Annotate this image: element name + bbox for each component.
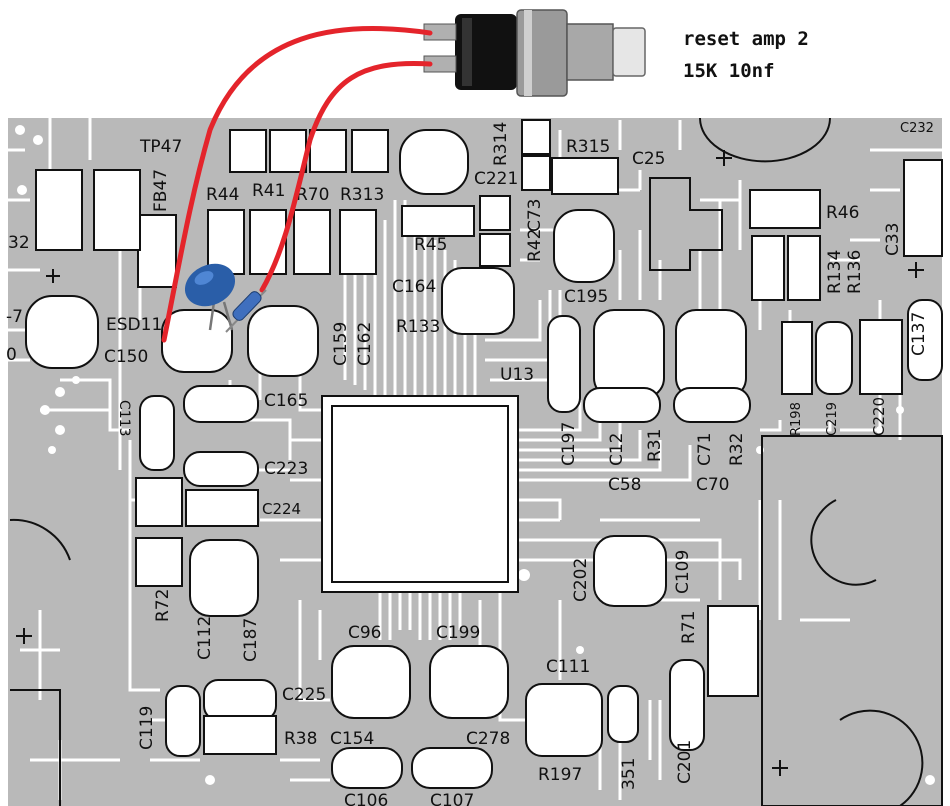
label-c164: C164	[392, 277, 436, 297]
ic-u13	[321, 395, 519, 593]
label-c278: C278	[466, 729, 510, 749]
label-c187: C187	[241, 618, 261, 662]
wire-1	[161, 25, 433, 343]
label-c199: C199	[436, 623, 480, 643]
label-32: 32	[8, 233, 30, 253]
label-r134: R134	[825, 250, 845, 294]
label-tp47: TP47	[139, 137, 182, 157]
label-r31: R31	[645, 429, 665, 462]
push-button-cap	[612, 27, 646, 77]
label-351: 351	[619, 758, 639, 790]
label-c119: C119	[137, 706, 157, 750]
label-c154: C154	[330, 729, 374, 749]
label-c223: C223	[264, 459, 308, 479]
label-c197: C197	[559, 422, 579, 466]
label-c225: C225	[282, 685, 326, 705]
label-fb47: FB47	[151, 169, 171, 212]
label-c165: C165	[264, 391, 308, 411]
red-wires	[161, 25, 433, 343]
label-r45: R45	[414, 235, 447, 255]
label-r41: R41	[252, 181, 285, 201]
component-labels: TP47 FB47 R44 R41 R70 R313 R314 C221 R31…	[6, 121, 934, 806]
label-c71: C71	[695, 432, 715, 466]
annotation-line-1: reset amp 2	[683, 28, 809, 50]
label-r46: R46	[826, 203, 859, 223]
label-r70: R70	[296, 185, 329, 205]
label-r136: R136	[845, 250, 865, 294]
label-c137: C137	[909, 312, 929, 356]
label-r38: R38	[284, 729, 317, 749]
label-c25: C25	[632, 149, 666, 169]
label-c73: C73	[525, 198, 545, 232]
label-c109: C109	[673, 550, 693, 594]
label-c96: C96	[348, 623, 382, 643]
label-r32: R32	[727, 433, 747, 466]
label-r44: R44	[206, 185, 239, 205]
label-c159: C159	[331, 322, 351, 366]
wire-2	[259, 61, 433, 293]
label-r198: R198	[789, 402, 804, 436]
label-esd11: ESD11	[106, 315, 162, 335]
label-c219: C219	[825, 402, 840, 436]
annotation-line-2: 15K 10nf	[683, 60, 775, 82]
label-c112: C112	[195, 616, 215, 660]
push-button	[423, 9, 646, 97]
label-c201: C201	[675, 740, 695, 784]
polarity-marks	[16, 150, 924, 776]
label-c107: C107	[430, 791, 474, 806]
label-7: -7	[6, 307, 23, 327]
label-c113: C113	[116, 400, 132, 437]
pcb-outlines	[9, 117, 943, 806]
label-r314: R314	[491, 122, 511, 166]
label-0: 0	[6, 345, 17, 365]
label-c150: C150	[104, 347, 148, 367]
resistor-15k	[225, 289, 267, 333]
pcb-pads	[25, 119, 943, 789]
label-r71: R71	[679, 611, 699, 644]
label-c70: C70	[696, 475, 730, 495]
label-c111: C111	[546, 657, 590, 677]
label-c106: C106	[344, 791, 388, 806]
label-c33: C33	[883, 222, 903, 256]
label-r313: R313	[340, 185, 384, 205]
label-c224: C224	[262, 500, 301, 518]
label-r315: R315	[566, 137, 610, 157]
label-c232: C232	[900, 121, 934, 136]
blue-capacitor	[184, 263, 236, 331]
label-r42: R42	[525, 229, 545, 262]
label-r72: R72	[153, 589, 173, 622]
label-c58: C58	[608, 475, 642, 495]
label-c221: C221	[474, 169, 518, 189]
label-r197: R197	[538, 765, 582, 785]
label-r133: R133	[396, 317, 440, 337]
label-c195: C195	[564, 287, 608, 307]
label-c162: C162	[355, 322, 375, 366]
label-c220: C220	[870, 397, 888, 436]
label-c12: C12	[607, 432, 627, 466]
label-c202: C202	[571, 558, 591, 602]
label-u13: U13	[500, 365, 534, 385]
